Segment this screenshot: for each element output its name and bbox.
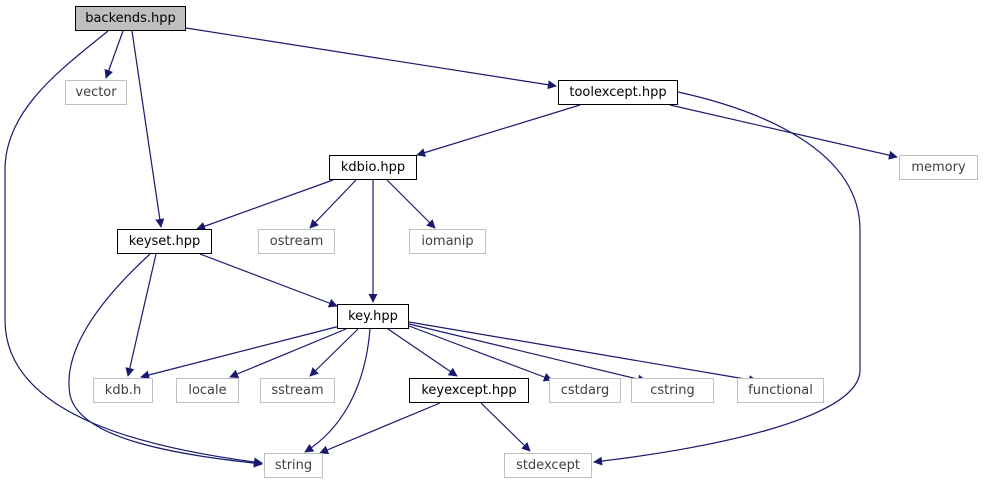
- node-cstring[interactable]: cstring: [631, 378, 714, 403]
- edge-key-string: [304, 328, 371, 453]
- edge-keyset-kdbh: [125, 253, 157, 377]
- edge-kdbio-ostream: [309, 179, 357, 229]
- edge-key-functional: [408, 321, 758, 385]
- node-stdexcept[interactable]: stdexcept: [504, 453, 592, 478]
- node-string[interactable]: string: [264, 453, 323, 478]
- edge-backends-vector: [104, 30, 124, 79]
- edge-key-keyexcept: [387, 328, 458, 377]
- edge-toolexcept-kdbio: [416, 104, 581, 157]
- node-functional[interactable]: functional: [737, 378, 824, 403]
- edge-keyset-string: [68, 253, 263, 468]
- edge-kdbio-iomanip: [386, 179, 436, 229]
- edge-key-cstring: [408, 323, 647, 384]
- node-locale[interactable]: locale: [176, 378, 239, 403]
- node-keyexcept-hpp[interactable]: keyexcept.hpp: [409, 378, 529, 403]
- node-sstream[interactable]: sstream: [260, 378, 335, 403]
- node-cstdarg[interactable]: cstdarg: [549, 378, 621, 403]
- node-backends-hpp[interactable]: backends.hpp: [75, 6, 186, 31]
- node-key-hpp[interactable]: key.hpp: [337, 304, 409, 329]
- edge-toolexcept-memory: [669, 104, 898, 160]
- node-memory[interactable]: memory: [899, 155, 978, 180]
- node-ostream[interactable]: ostream: [258, 229, 335, 254]
- node-iomanip[interactable]: iomanip: [409, 229, 486, 254]
- edge-key-sstream: [309, 328, 359, 377]
- node-toolexcept-hpp[interactable]: toolexcept.hpp: [558, 80, 678, 105]
- edge-keyset-key: [199, 253, 338, 308]
- edge-toolexcept-stdexcept: [593, 91, 861, 466]
- node-vector[interactable]: vector: [65, 80, 127, 105]
- node-kdbio-hpp[interactable]: kdbio.hpp: [329, 155, 417, 180]
- node-keyset-hpp[interactable]: keyset.hpp: [117, 229, 212, 254]
- edge-keyexcept-stdexcept: [480, 402, 531, 452]
- edge-key-cstdarg: [408, 325, 553, 382]
- edge-key-kdbh: [140, 325, 341, 380]
- edge-backends-toolexcept: [185, 27, 557, 90]
- edge-keyexcept-string: [319, 402, 441, 455]
- edge-backends-string: [4, 30, 263, 467]
- edge-kdbio-keyset: [196, 179, 334, 231]
- edge-backends-keyset: [131, 30, 165, 228]
- node-kdb-h[interactable]: kdb.h: [93, 378, 153, 403]
- edge-key-locale: [229, 328, 347, 379]
